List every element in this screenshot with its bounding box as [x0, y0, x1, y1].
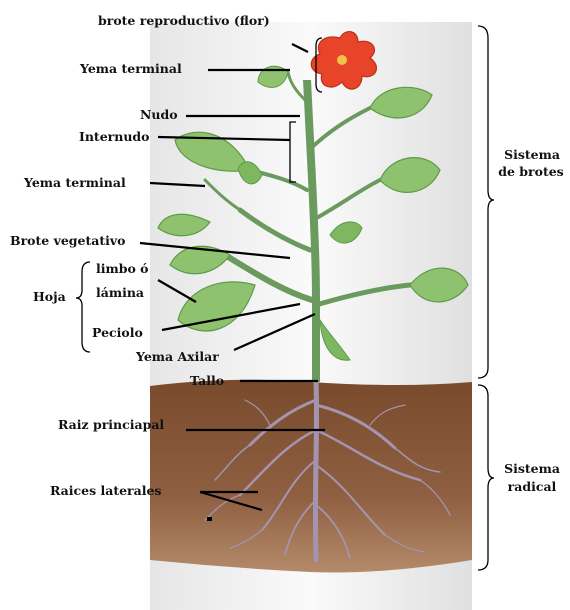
- label-flower-bud: brote reproductivo (flor): [98, 14, 270, 28]
- label-terminal-bud-side: Yema terminal: [24, 176, 126, 190]
- label-leaf: Hoja: [33, 290, 66, 304]
- label-axillary-bud: Yema Axilar: [136, 350, 219, 364]
- soil: [150, 380, 472, 573]
- label-shoot-system-1: Sistema: [497, 148, 567, 162]
- marker-dot: [207, 517, 212, 521]
- label-main-root: Raiz princiapal: [58, 418, 164, 432]
- label-root-system-2: radical: [497, 480, 567, 494]
- label-terminal-bud-top: Yema terminal: [80, 62, 182, 76]
- label-shoot-system-2: de brotes: [492, 165, 570, 179]
- label-node: Nudo: [140, 108, 178, 122]
- label-lateral-roots: Raices laterales: [50, 484, 161, 498]
- label-vegetative-shoot: Brote vegetativo: [10, 234, 125, 248]
- label-internode: Internudo: [79, 130, 150, 144]
- label-petiole: Peciolo: [92, 326, 143, 340]
- label-stem: Tallo: [190, 374, 224, 388]
- label-leaf-blade-2: lámina: [96, 286, 144, 300]
- label-root-system-1: Sistema: [497, 462, 567, 476]
- label-leaf-blade-1: limbo ó: [96, 262, 149, 276]
